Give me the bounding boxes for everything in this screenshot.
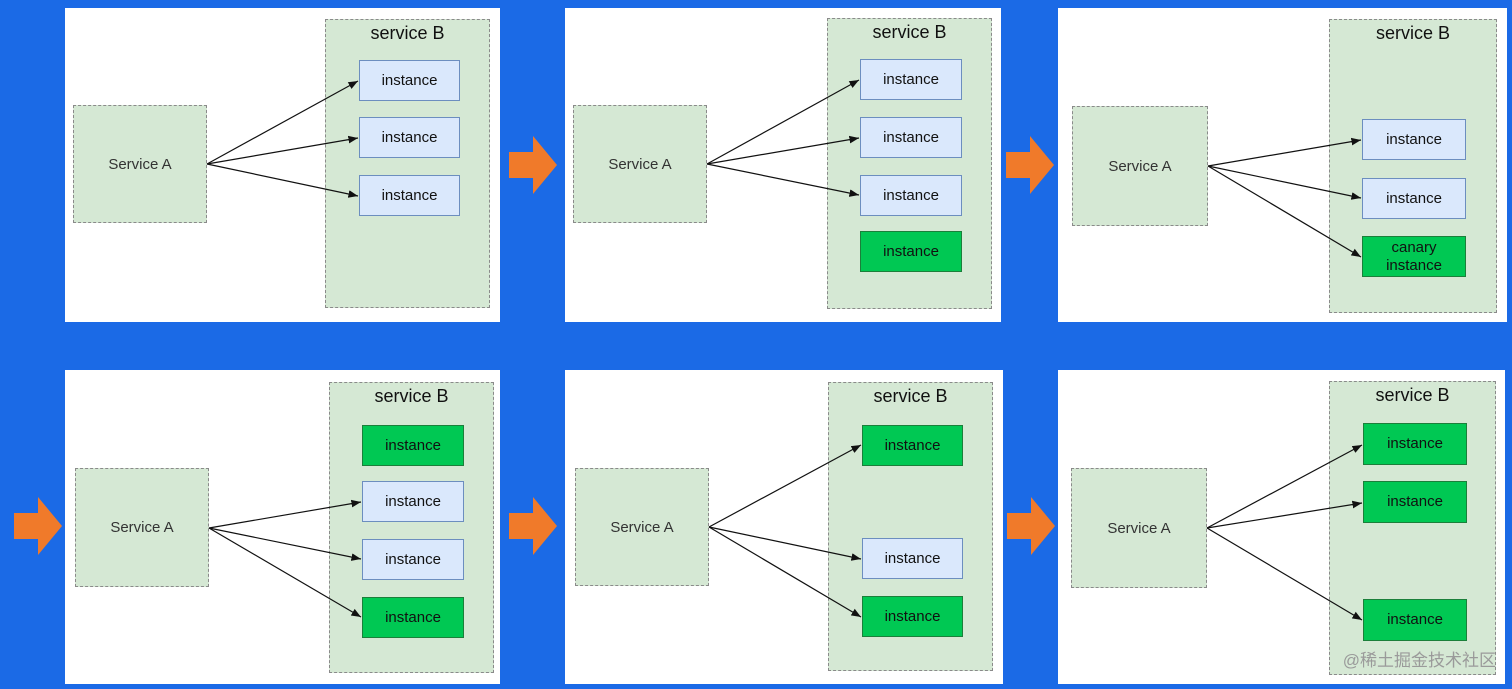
service-b-title: service B bbox=[370, 23, 445, 43]
instance-box: instance bbox=[1363, 481, 1467, 523]
instance-box: instance bbox=[860, 175, 962, 216]
service-a-label: Service A bbox=[608, 155, 672, 173]
instance-box: instance bbox=[860, 231, 962, 272]
instance-box: instance bbox=[362, 425, 464, 466]
instance-box: instance bbox=[862, 538, 963, 579]
instance-box: instance bbox=[359, 117, 460, 158]
instance-box: instance bbox=[359, 60, 460, 101]
orange-right-arrow-icon bbox=[1006, 136, 1054, 194]
service-a-box: Service A bbox=[573, 105, 707, 223]
instance-box: instance bbox=[1362, 178, 1466, 219]
instance-box: instance bbox=[1363, 599, 1467, 641]
orange-right-arrow-icon bbox=[14, 497, 62, 555]
service-a-box: Service A bbox=[1071, 468, 1207, 588]
service-b-title: service B bbox=[374, 386, 449, 406]
service-a-box: Service A bbox=[73, 105, 207, 223]
canary-instance-box: canary instance bbox=[1362, 236, 1466, 277]
orange-right-arrow-icon bbox=[509, 497, 557, 555]
service-b-title: service B bbox=[1375, 23, 1451, 43]
instance-box: instance bbox=[359, 175, 460, 216]
service-b-title: service B bbox=[873, 386, 948, 406]
service-a-label: Service A bbox=[1107, 519, 1171, 537]
service-b-title: service B bbox=[872, 22, 947, 42]
instance-box: instance bbox=[1363, 423, 1467, 465]
orange-right-arrow-icon bbox=[1007, 497, 1055, 555]
instance-box: instance bbox=[860, 59, 962, 100]
instance-box: instance bbox=[362, 481, 464, 522]
instance-box: instance bbox=[862, 596, 963, 637]
service-a-label: Service A bbox=[1108, 157, 1172, 175]
instance-box: instance bbox=[362, 539, 464, 580]
instance-box: instance bbox=[860, 117, 962, 158]
service-a-box: Service A bbox=[1072, 106, 1208, 226]
service-a-label: Service A bbox=[610, 518, 674, 536]
service-a-box: Service A bbox=[75, 468, 209, 587]
service-a-box: Service A bbox=[575, 468, 709, 586]
instance-box: instance bbox=[362, 597, 464, 638]
instance-box: instance bbox=[862, 425, 963, 466]
service-a-label: Service A bbox=[108, 155, 172, 173]
instance-box: instance bbox=[1362, 119, 1466, 160]
orange-right-arrow-icon bbox=[509, 136, 557, 194]
watermark: @稀土掘金技术社区 bbox=[1342, 651, 1496, 670]
service-a-label: Service A bbox=[110, 519, 174, 536]
service-b-title: service B bbox=[1375, 385, 1450, 405]
